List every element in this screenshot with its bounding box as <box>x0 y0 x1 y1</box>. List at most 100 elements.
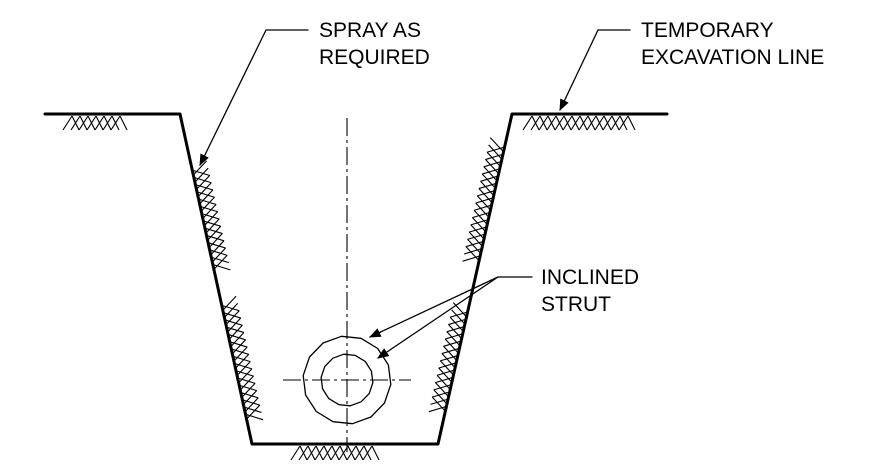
hatch-stroke <box>290 445 301 461</box>
hatch-stroke <box>199 205 218 213</box>
hatch-stroke <box>207 242 226 249</box>
hatch-stroke <box>468 226 487 233</box>
hatch-stroke <box>610 115 621 131</box>
hatch-stroke <box>522 115 533 131</box>
hatch-stroke <box>119 115 128 131</box>
spray-label-line-1: SPRAY AS <box>319 19 421 42</box>
hatch-stroke <box>444 333 463 340</box>
hatch-stroke <box>464 248 482 255</box>
hatch-stroke <box>472 211 491 219</box>
hatch-stroke <box>202 204 217 219</box>
soil-hatching <box>62 115 636 461</box>
hatch-stroke <box>483 166 498 182</box>
hatch-stroke <box>438 362 457 369</box>
hatch-stroke <box>465 240 484 248</box>
hatch-stroke <box>530 115 541 131</box>
hatch-stroke <box>196 191 215 198</box>
hatch-stroke <box>298 445 309 461</box>
hatch-stroke <box>243 406 262 413</box>
hatch-stroke <box>438 367 453 383</box>
hatch-stroke <box>197 182 212 198</box>
hatch-stroke <box>444 338 459 354</box>
strut-leader-inner <box>377 276 499 359</box>
excavation-label-line-2: EXCAVATION LINE <box>641 46 824 69</box>
hatch-stroke <box>462 255 481 262</box>
spray-leader <box>199 29 309 167</box>
hatch-stroke <box>477 190 495 197</box>
hatch-stroke <box>475 197 494 204</box>
strut-label-line-1: INCLINED <box>541 266 639 289</box>
hatch-stroke <box>211 256 229 264</box>
hatch-stroke <box>481 168 500 175</box>
hatch-stroke <box>235 353 250 369</box>
hatch-stroke <box>475 202 490 218</box>
hatch-stroke <box>224 319 243 326</box>
hatch-stroke <box>193 176 212 184</box>
hatch-stroke <box>199 189 214 205</box>
hatch-stroke <box>208 233 223 248</box>
hatch-stroke <box>238 368 253 384</box>
hatch-stroke <box>485 153 504 161</box>
hatch-stroke <box>226 326 245 334</box>
excavation-label-line-1: TEMPORARY <box>641 19 774 42</box>
hatch-stroke <box>448 318 467 326</box>
hatch-stroke <box>483 160 502 168</box>
hatch-stroke <box>210 240 225 256</box>
hatch-stroke <box>627 115 636 131</box>
hatch-stroke <box>235 370 254 377</box>
hatch-stroke <box>237 377 256 384</box>
hatch-stroke <box>594 115 605 131</box>
strut-inner-ring <box>320 353 374 407</box>
hatch-stroke <box>371 445 380 461</box>
hatch-stroke <box>203 211 219 227</box>
spray-label-line-2: REQUIRED <box>319 46 430 69</box>
hatch-stroke <box>473 204 492 211</box>
hatch-stroke <box>481 173 496 189</box>
hatch-stroke <box>480 180 495 196</box>
hatch-stroke <box>428 405 447 413</box>
hatch-stroke <box>243 390 258 406</box>
hatch-stroke <box>209 249 228 256</box>
hatch-stroke <box>570 115 581 131</box>
hatch-stroke <box>224 303 239 318</box>
hatch-stroke <box>239 384 257 392</box>
hatch-stroke <box>443 345 458 361</box>
hatch-stroke <box>546 115 557 131</box>
hatch-stroke <box>241 382 256 398</box>
hatch-stroke <box>236 361 251 377</box>
hatch-stroke <box>227 317 242 333</box>
hatch-stroke <box>212 263 231 271</box>
hatch-stroke <box>443 340 462 347</box>
hatch-stroke <box>440 355 458 362</box>
hatch-stroke <box>234 362 253 370</box>
hatch-stroke <box>213 254 228 270</box>
hatch-stroke <box>242 399 261 406</box>
hatch-stroke <box>205 218 220 234</box>
hatch-stroke <box>203 220 222 227</box>
hatch-stroke <box>436 374 451 390</box>
hatch-stroke <box>240 391 259 399</box>
hatch-stroke <box>433 389 448 405</box>
hatch-stroke <box>441 347 460 355</box>
hatch-stroke <box>478 188 493 204</box>
hatch-stroke <box>204 227 223 235</box>
hatch-stroke <box>314 445 325 461</box>
hatch-stroke <box>86 115 97 131</box>
hatch-stroke <box>488 144 503 160</box>
hatch-stroke <box>221 304 240 312</box>
hatch-stroke <box>476 195 491 211</box>
hatch-stroke <box>196 174 211 190</box>
hatch-stroke <box>433 384 452 391</box>
hatch-stroke <box>449 311 468 318</box>
hatch-stroke <box>322 445 333 461</box>
hatch-stroke <box>486 146 505 153</box>
hatch-stroke <box>467 238 482 254</box>
hatch-stroke <box>346 445 357 461</box>
hatch-stroke <box>468 231 483 247</box>
hatch-stroke <box>94 115 105 131</box>
hatch-stroke <box>223 312 242 319</box>
hatch-stroke <box>200 196 215 212</box>
hatch-stroke <box>192 169 210 177</box>
hatch-stroke <box>227 333 246 341</box>
